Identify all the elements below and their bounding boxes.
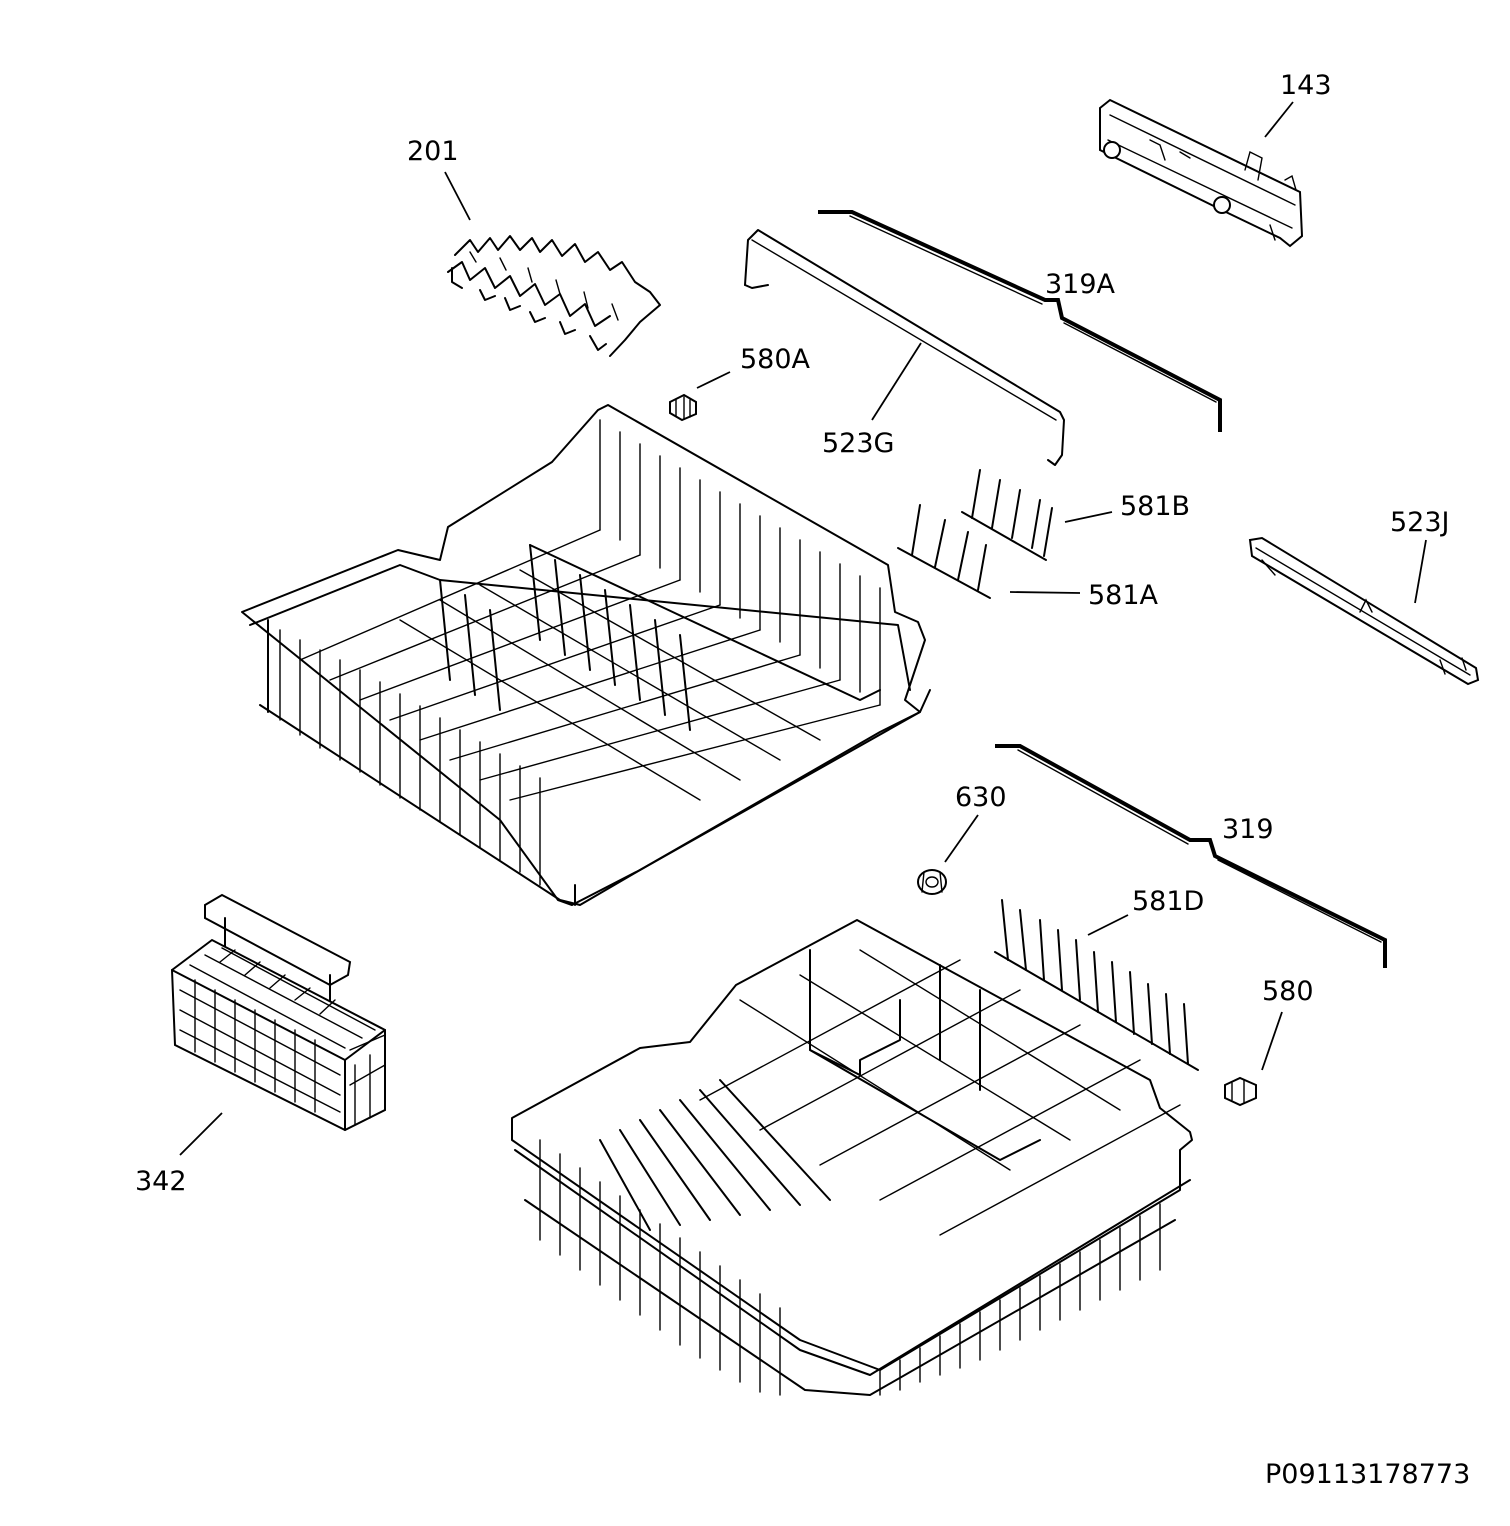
- leader-342: [179, 1112, 223, 1156]
- leader-630: [944, 814, 979, 863]
- label-580: 580: [1262, 976, 1314, 1007]
- label-523J: 523J: [1390, 507, 1450, 538]
- part-lower-basket: [511, 919, 1193, 1396]
- part-201-clips: [447, 235, 661, 357]
- drawing-code: P09113178773: [1265, 1459, 1470, 1490]
- label-523G: 523G: [822, 428, 894, 459]
- leader-523G: [871, 342, 922, 421]
- part-319-rail: [995, 744, 1387, 968]
- leader-143: [1264, 101, 1294, 138]
- part-319A-rail: [818, 210, 1222, 432]
- part-630-wheel: [917, 869, 947, 895]
- label-201: 201: [407, 136, 459, 167]
- label-319: 319: [1222, 814, 1274, 845]
- part-581A-tines: [897, 504, 991, 599]
- leader-581D: [1087, 914, 1129, 936]
- leader-201: [444, 171, 471, 221]
- leader-580: [1261, 1011, 1283, 1071]
- label-581B: 581B: [1120, 491, 1190, 522]
- label-581A: 581A: [1088, 580, 1159, 611]
- leader-581B: [1064, 511, 1113, 523]
- label-581D: 581D: [1132, 886, 1204, 917]
- leader-580A: [696, 371, 731, 389]
- label-143: 143: [1280, 70, 1332, 101]
- label-319A: 319A: [1045, 269, 1116, 300]
- part-upper-basket: [241, 404, 931, 906]
- part-580-clip: [1224, 1076, 1257, 1107]
- part-523J-bar: [1248, 536, 1480, 686]
- part-580A-clip: [669, 393, 697, 422]
- leader-523J: [1414, 539, 1427, 604]
- part-581D-tines: [994, 899, 1199, 1071]
- label-342: 342: [135, 1166, 187, 1197]
- part-143-bracket: [1099, 98, 1304, 248]
- part-342-cutlery-basket: [170, 893, 386, 1132]
- label-580A: 580A: [740, 344, 811, 375]
- leader-581A: [1009, 591, 1081, 594]
- label-630: 630: [955, 782, 1007, 813]
- part-581B-tines: [961, 469, 1053, 561]
- part-523G-handle: [744, 229, 1065, 466]
